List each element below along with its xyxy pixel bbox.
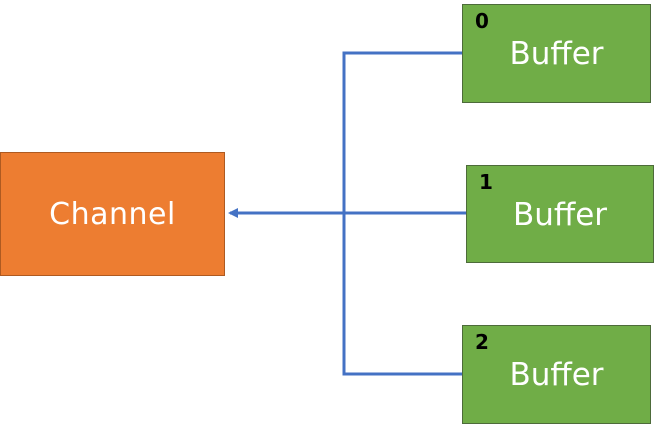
buffer-label: Buffer xyxy=(509,36,604,72)
buffer-box-2: 2 Buffer xyxy=(462,325,651,424)
channel-label: Channel xyxy=(49,196,176,232)
connector-buffer-0 xyxy=(342,51,462,213)
channel-box: Channel xyxy=(0,152,225,276)
connector-buffer-2 xyxy=(342,213,462,376)
buffer-index-label: 2 xyxy=(475,330,489,354)
buffer-box-1: 1 Buffer xyxy=(466,165,654,263)
buffer-label: Buffer xyxy=(509,357,604,393)
buffer-label: Buffer xyxy=(512,197,608,233)
buffer-box-0: 0 Buffer xyxy=(462,4,651,103)
buffer-index-label: 1 xyxy=(479,170,493,194)
buffer-index-label: 0 xyxy=(475,9,489,33)
